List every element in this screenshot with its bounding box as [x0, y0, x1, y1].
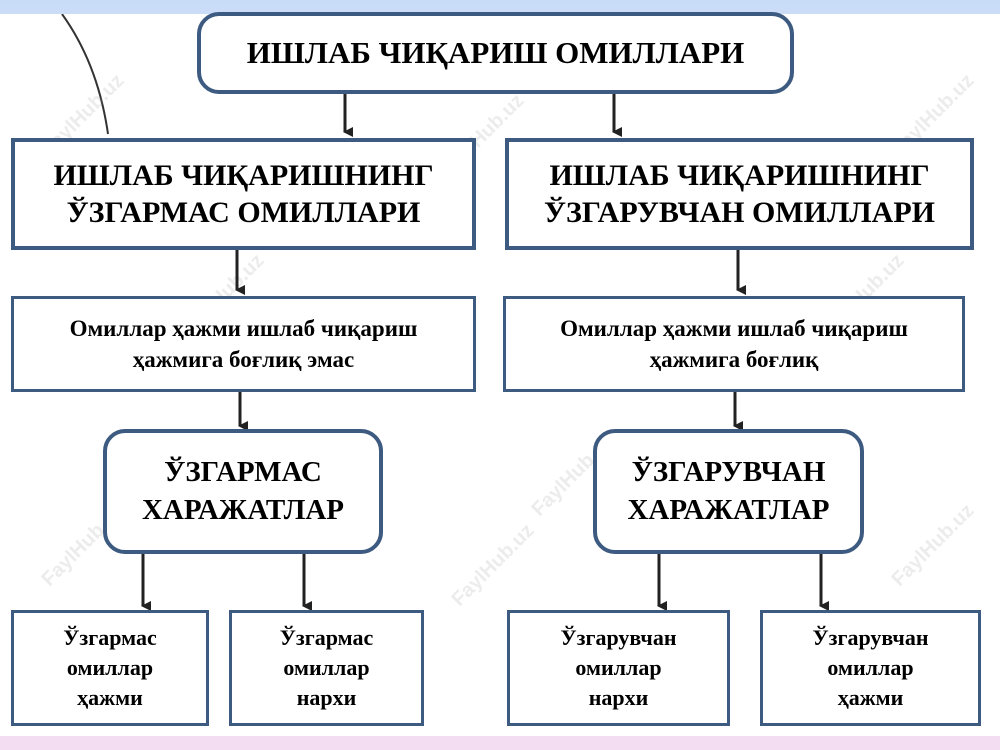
right-leaf-b-text: Ўзгарувчан омиллар ҳажми — [812, 625, 929, 710]
left-leaf-a-text: Ўзгармас омиллар ҳажми — [63, 625, 157, 710]
decorative-curve — [61, 14, 109, 135]
left-description-box: Омиллар ҳажми ишлаб чиқариш ҳажмига боғл… — [11, 296, 476, 392]
right-description-box: Омиллар ҳажми ишлаб чиқариш ҳажмига боғл… — [503, 296, 965, 392]
left-leaf-b-box: Ўзгармас омиллар нархи — [229, 610, 424, 726]
slide: FaylHub.uz FaylHub.uz FaylHub.uz FaylHub… — [0, 12, 1000, 736]
title-text: ИШЛАБ ЧИҚАРИШ ОМИЛЛАРИ — [246, 35, 745, 70]
left-leaf-b-text: Ўзгармас омиллар нархи — [279, 625, 374, 710]
right-costs-text: ЎЗГАРУВЧАН ХАРАЖАТЛАР — [627, 455, 830, 526]
connectors — [141, 94, 829, 611]
right-heading-box: ИШЛАБ ЧИҚАРИШНИНГ ЎЗГАРУВЧАН ОМИЛЛАРИ — [505, 138, 974, 250]
right-leaf-a-box: Ўзгарувчан омиллар нархи — [507, 610, 730, 726]
left-heading-text: ИШЛАБ ЧИҚАРИШНИНГ ЎЗГАРМАС ОМИЛЛАРИ — [53, 158, 434, 230]
left-costs-box: ЎЗГАРМАС ХАРАЖАТЛАР — [103, 429, 383, 554]
left-heading-box: ИШЛАБ ЧИҚАРИШНИНГ ЎЗГАРМАС ОМИЛЛАРИ — [11, 138, 476, 250]
right-costs-box: ЎЗГАРУВЧАН ХАРАЖАТЛАР — [593, 429, 864, 554]
right-leaf-b-box: Ўзгарувчан омиллар ҳажми — [760, 610, 981, 726]
left-leaf-a-box: Ўзгармас омиллар ҳажми — [11, 610, 209, 726]
right-description-text: Омиллар ҳажми ишлаб чиқариш ҳажмига боғл… — [560, 315, 908, 372]
title-box: ИШЛАБ ЧИҚАРИШ ОМИЛЛАРИ — [197, 12, 794, 94]
left-costs-text: ЎЗГАРМАС ХАРАЖАТЛАР — [141, 455, 345, 526]
right-leaf-a-text: Ўзгарувчан омиллар нархи — [560, 625, 677, 710]
right-heading-text: ИШЛАБ ЧИҚАРИШНИНГ ЎЗГАРУВЧАН ОМИЛЛАРИ — [544, 158, 935, 230]
left-description-text: Омиллар ҳажми ишлаб чиқариш ҳажмига боғл… — [69, 315, 418, 372]
